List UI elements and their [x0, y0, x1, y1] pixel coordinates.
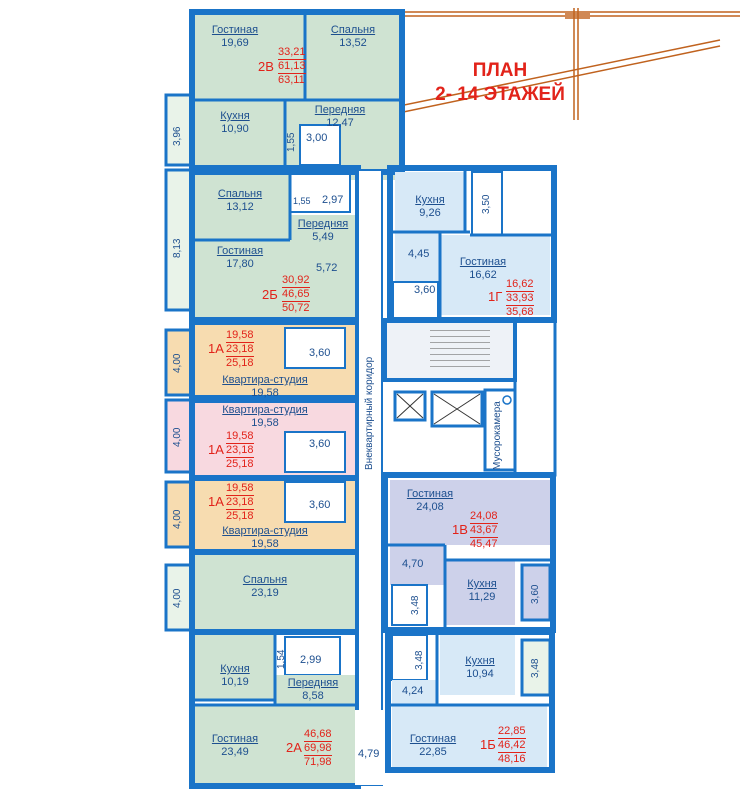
balcony-label-6: 4,00	[172, 588, 183, 608]
balcony-label-7: 3,50	[481, 194, 492, 214]
room-hall-1g	[395, 232, 440, 282]
room-hall-1b	[392, 680, 437, 705]
balcony-label-5: 4,00	[172, 509, 183, 529]
room-spalnya-2b	[195, 170, 290, 240]
area-bath-studio-2: 3,60	[309, 438, 331, 450]
tambour	[355, 710, 390, 785]
area-wc-2v: 1,55	[286, 132, 297, 152]
garbage-chute	[502, 395, 512, 405]
balcony-label-8: 3,60	[530, 584, 541, 604]
balcony-9	[520, 638, 552, 697]
bath-2v	[299, 124, 341, 166]
area-bath-studio-3: 3,60	[309, 499, 331, 511]
corridor-label: Внеквартирный коридор	[364, 356, 375, 470]
room-spalnya-2v	[305, 15, 400, 100]
hatch-decoration	[379, 8, 740, 120]
room-kuhnya-2v	[195, 100, 285, 165]
walls-left-inner	[195, 14, 400, 707]
exterior-edge-right	[513, 318, 557, 477]
area-hall-2b: 5,72	[316, 262, 338, 274]
area-bath-1v: 3,48	[410, 595, 421, 615]
room-gostinaya-1v	[390, 480, 550, 545]
balcony-label-1: 3,96	[172, 126, 183, 146]
bath-1g	[392, 281, 439, 319]
bath-1v	[391, 584, 428, 626]
balcony-label-4: 4,00	[172, 427, 183, 447]
room-gostinaya-1g	[440, 235, 550, 315]
room-kuhnya-2a	[195, 635, 275, 700]
room-gostinaya-2a	[195, 705, 355, 783]
balcony-label-3: 4,00	[172, 353, 183, 373]
room-perednyaya-2a	[275, 675, 355, 705]
plan-title: ПЛАН	[472, 60, 528, 81]
bath-2a	[284, 636, 341, 676]
area-hall-1b: 4,24	[402, 685, 424, 697]
garbage-label: Мусорокамера	[492, 401, 503, 470]
area-wc-2b: 1,55	[293, 196, 311, 206]
room-kuhnya-1g	[395, 172, 465, 232]
area-bath-1g: 3,60	[414, 284, 436, 296]
area-hall-1v: 4,70	[402, 558, 424, 570]
corridor-area	[357, 169, 383, 786]
area-hall-1g: 4,45	[408, 248, 430, 260]
area-bath-2a: 2,99	[300, 654, 322, 666]
area-tambour: 4,79	[358, 748, 380, 760]
balcony-8	[520, 563, 552, 622]
area-bath-2b: 2,97	[322, 194, 344, 206]
balcony-label-2: 8,13	[172, 238, 183, 258]
room-kuhnya-1v	[445, 560, 515, 625]
room-spalnya-big	[195, 555, 355, 630]
room-gostinaya-2b	[195, 240, 355, 318]
balcony-label-9: 3,48	[530, 658, 541, 678]
elevator-cross	[396, 393, 481, 425]
room-gostinaya-2v	[195, 15, 305, 100]
bath-studio-1	[284, 327, 346, 369]
room-kuhnya-1b	[440, 635, 515, 695]
stair-steps	[430, 330, 490, 370]
bath-studio-3	[284, 481, 346, 523]
area-bath-studio-1: 3,60	[309, 347, 331, 359]
bath-2b	[289, 171, 351, 213]
area-bath-1b: 3,48	[414, 650, 425, 670]
walls-right	[382, 165, 557, 773]
room-hall-1v	[390, 545, 445, 585]
bath-studio-2	[284, 431, 346, 473]
plan-floors: 2- 14 ЭТАЖЕЙ	[435, 84, 565, 105]
room-gostinaya-1b	[392, 705, 547, 768]
area-bath-2v: 3,00	[306, 132, 328, 144]
area-wc-2a: 1,54	[276, 649, 287, 669]
walls-right-inner	[388, 170, 552, 707]
